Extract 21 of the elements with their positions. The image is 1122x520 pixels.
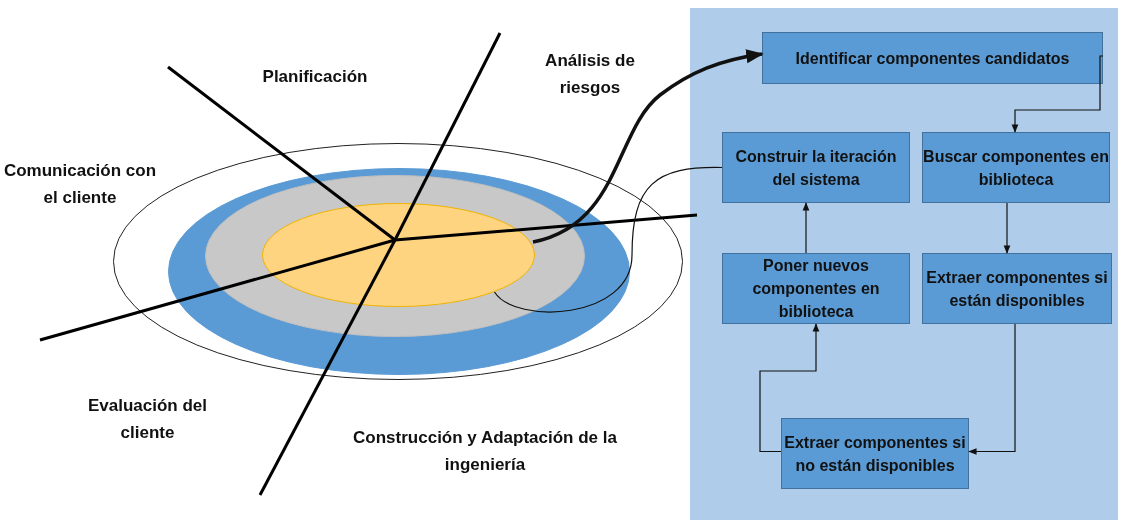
arrow <box>968 323 1016 455</box>
arrow <box>802 202 810 254</box>
process-box: Identificar componentes candidatos <box>762 32 1103 84</box>
sector-label: Construcción y Adaptación de la ingeniería <box>352 427 618 476</box>
process-box: Poner nuevos componentes en biblioteca <box>722 253 910 324</box>
arrow <box>1011 55 1104 133</box>
ellipse-ring <box>168 168 630 375</box>
process-box: Extraer componentes si no están disponibles <box>781 418 969 489</box>
ellipse-ring <box>205 175 585 337</box>
arrow <box>759 323 820 453</box>
arrow <box>532 49 764 244</box>
inner-ellipse <box>262 203 535 307</box>
sector-label: Planificación <box>261 66 369 88</box>
sector-label: Análisis de riesgos <box>544 50 636 99</box>
process-box: Extraer componentes si están disponibles <box>922 253 1112 324</box>
arrow <box>1003 202 1011 254</box>
sector-label: Evaluación del cliente <box>86 395 208 444</box>
process-box: Construir la iteración del sistema <box>722 132 910 203</box>
process-box: Buscar componentes en biblioteca <box>922 132 1110 203</box>
sector-label: Comunicación con el cliente <box>2 160 158 209</box>
panel-background <box>690 8 1118 520</box>
